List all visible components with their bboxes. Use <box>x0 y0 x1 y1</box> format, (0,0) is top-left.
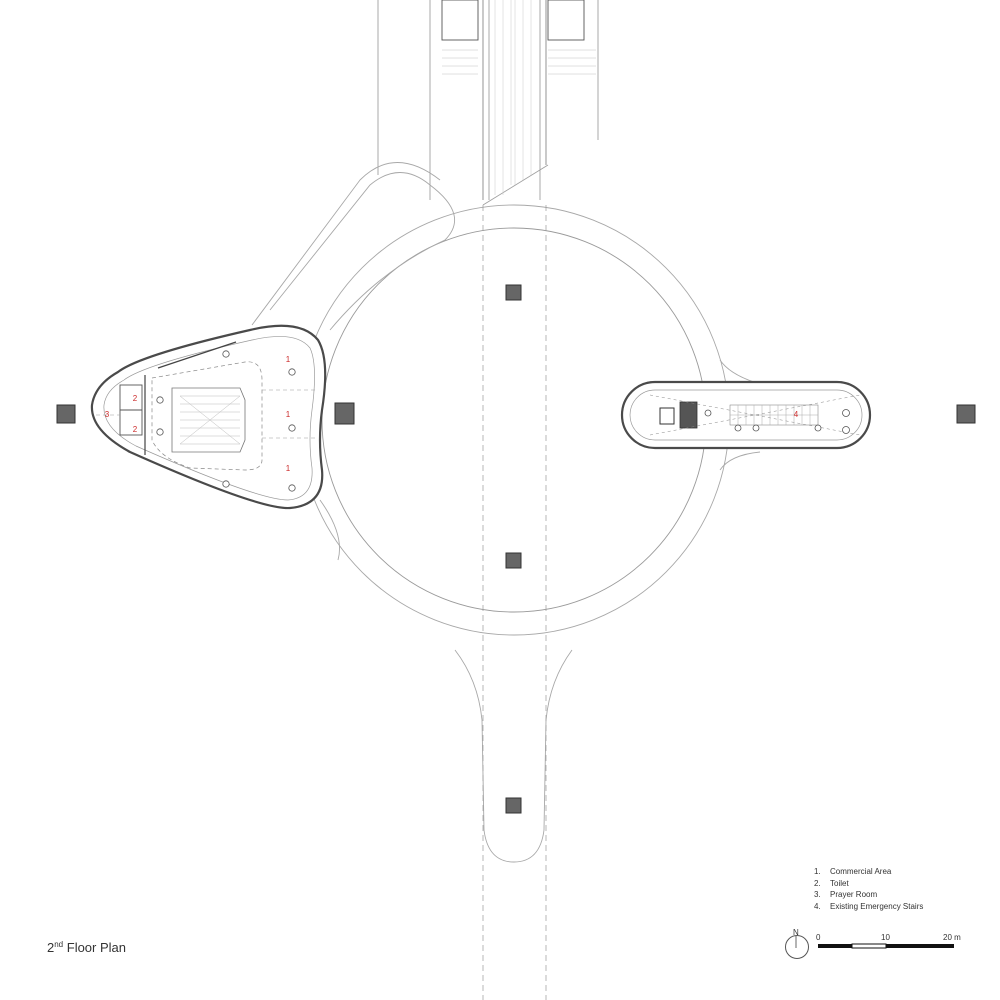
scale-label: 10 <box>881 933 890 942</box>
north-arrow-icon <box>785 935 809 959</box>
room-label: 1 <box>286 355 291 364</box>
station-block-right <box>547 0 585 41</box>
plan-title: 2nd Floor Plan <box>47 940 127 955</box>
north-label: N <box>793 928 799 937</box>
room-label: 3 <box>105 410 110 419</box>
escalator-box <box>171 387 246 453</box>
room-label: 1 <box>286 464 291 473</box>
west-commercial-pod <box>90 324 327 510</box>
room-label: 1 <box>286 410 291 419</box>
structural-columns <box>56 284 976 814</box>
northwest-ramp-outline <box>269 172 455 331</box>
station-block-left <box>441 0 479 41</box>
scale-bar <box>818 943 954 949</box>
column-tail <box>505 797 522 814</box>
column-north <box>505 284 522 301</box>
legend-item: 4.Existing Emergency Stairs <box>814 901 924 911</box>
column-east <box>956 404 976 424</box>
column-west-inner <box>334 402 355 425</box>
room-label: 4 <box>794 410 799 419</box>
legend: 1.Commercial Area 2.Toilet 3.Prayer Room… <box>814 866 923 912</box>
column-south <box>505 552 522 569</box>
scale-label: 0 <box>816 933 821 942</box>
east-stair-pod <box>620 380 872 450</box>
south-tail-outline <box>454 649 573 863</box>
bridge-escalators <box>494 0 532 195</box>
emergency-stairs <box>729 404 819 426</box>
room-label: 2 <box>133 394 138 403</box>
legend-item: 2.Toilet <box>814 878 849 888</box>
column-west <box>56 404 76 424</box>
legend-item: 3.Prayer Room <box>814 890 878 899</box>
room-label: 2 <box>133 425 138 434</box>
east-column <box>679 401 698 429</box>
scale-label: 20 m <box>943 933 961 942</box>
legend-item: 1.Commercial Area <box>814 867 892 876</box>
